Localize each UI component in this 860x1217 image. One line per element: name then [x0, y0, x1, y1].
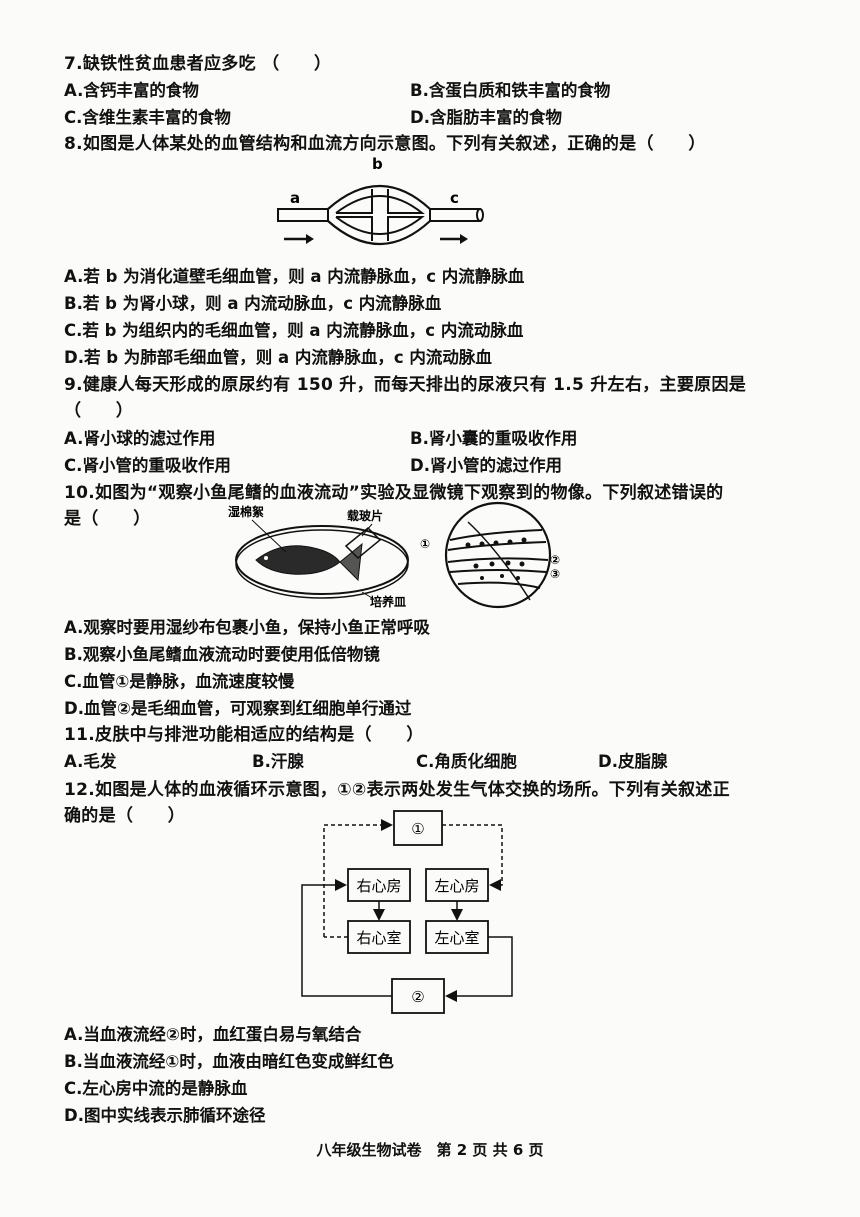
q10-option-c: C.血管①是静脉，血流速度较慢	[64, 672, 295, 691]
label-a: a	[290, 189, 300, 207]
q7-stem: 7.缺铁性贫血患者应多吃 （ ）	[64, 54, 332, 74]
q9-stem-line1: 9.健康人每天形成的原尿约有 150 升，而每天排出的尿液只有 1.5 升左右，…	[64, 375, 747, 395]
microscope-view-diagram: ① ② ③	[420, 501, 560, 609]
q12-option-d: D.图中实线表示肺循环途径	[64, 1106, 266, 1125]
q9-stem-line2: （ ）	[64, 401, 134, 421]
q8-option-b: B.若 b 为肾小球，则 a 内流动脉血，c 内流静脉血	[64, 294, 442, 313]
q10-option-d: D.血管②是毛细血管，可观察到红细胞单行通过	[64, 699, 412, 718]
q9-option-c: C.肾小管的重吸收作用	[64, 456, 231, 475]
label-b: b	[372, 155, 383, 173]
q8-option-c: C.若 b 为组织内的毛细血管，则 a 内流静脉血，c 内流动脉血	[64, 321, 524, 340]
q11-option-a: A.毛发	[64, 752, 117, 771]
right-ventricle-label: 右心室	[356, 929, 401, 947]
q9-option-d: D.肾小管的滤过作用	[410, 456, 562, 475]
page-footer: 八年级生物试卷 第 2 页 共 6 页	[316, 1141, 544, 1159]
q7-option-d: D.含脂肪丰富的食物	[410, 108, 562, 127]
site-1-label: ①	[411, 820, 424, 838]
site-2-label: ②	[411, 988, 424, 1006]
fish-experiment-diagram: 湿棉絮 载玻片 培养皿	[228, 504, 409, 609]
q8-option-d: D.若 b 为肺部毛细血管，则 a 内流静脉血，c 内流动脉血	[64, 348, 492, 367]
q11-option-b: B.汗腺	[252, 752, 304, 771]
label-vessel-1: ①	[420, 537, 430, 551]
left-atrium-label: 左心房	[434, 877, 479, 895]
q11-option-c: C.角质化细胞	[416, 752, 517, 771]
q8-option-a: A.若 b 为消化道壁毛细血管，则 a 内流静脉血，c 内流静脉血	[64, 267, 525, 286]
label-wet-cotton: 湿棉絮	[228, 504, 264, 519]
q12-stem-line1: 12.如图是人体的血液循环示意图，①②表示两处发生气体交换的场所。下列有关叙述正	[64, 780, 730, 800]
q12-option-c: C.左心房中流的是静脉血	[64, 1079, 248, 1098]
circulation-diagram: ① 右心房 左心房 右心室 左心室 ②	[301, 810, 513, 1014]
q10-option-b: B.观察小鱼尾鳍血液流动时要使用低倍物镜	[64, 645, 380, 664]
q9-option-b: B.肾小囊的重吸收作用	[410, 429, 578, 448]
q11-option-d: D.皮脂腺	[598, 752, 668, 771]
q7-option-c: C.含维生素丰富的食物	[64, 108, 231, 127]
q8-stem: 8.如图是人体某处的血管结构和血流方向示意图。下列有关叙述，正确的是（ ）	[64, 134, 706, 154]
q10-option-a: A.观察时要用湿纱布包裹小鱼，保持小鱼正常呼吸	[64, 618, 430, 637]
q12-option-a: A.当血液流经②时，血红蛋白易与氧结合	[64, 1025, 362, 1044]
q7-option-a: A.含钙丰富的食物	[64, 81, 199, 100]
label-vessel-2: ②	[550, 553, 560, 567]
label-dish: 培养皿	[370, 594, 406, 609]
q10-stem-line2: 是（ ）	[64, 509, 151, 529]
q12-stem-line2: 确的是（ ）	[64, 806, 186, 826]
q10-stem-line1: 10.如图为“观察小鱼尾鳍的血液流动”实验及显微镜下观察到的物像。下列叙述错误的	[64, 483, 724, 503]
label-slide: 载玻片	[347, 508, 383, 523]
label-vessel-3: ③	[550, 567, 560, 581]
label-c: c	[450, 189, 459, 207]
vessel-diagram: b a c	[277, 155, 484, 246]
q7-option-b: B.含蛋白质和铁丰富的食物	[410, 81, 611, 100]
q9-option-a: A.肾小球的滤过作用	[64, 429, 216, 448]
q12-option-b: B.当血液流经①时，血液由暗红色变成鲜红色	[64, 1052, 394, 1071]
right-atrium-label: 右心房	[356, 877, 401, 895]
left-ventricle-label: 左心室	[434, 929, 479, 947]
q11-stem: 11.皮肤中与排泄功能相适应的结构是（ ）	[64, 725, 424, 745]
